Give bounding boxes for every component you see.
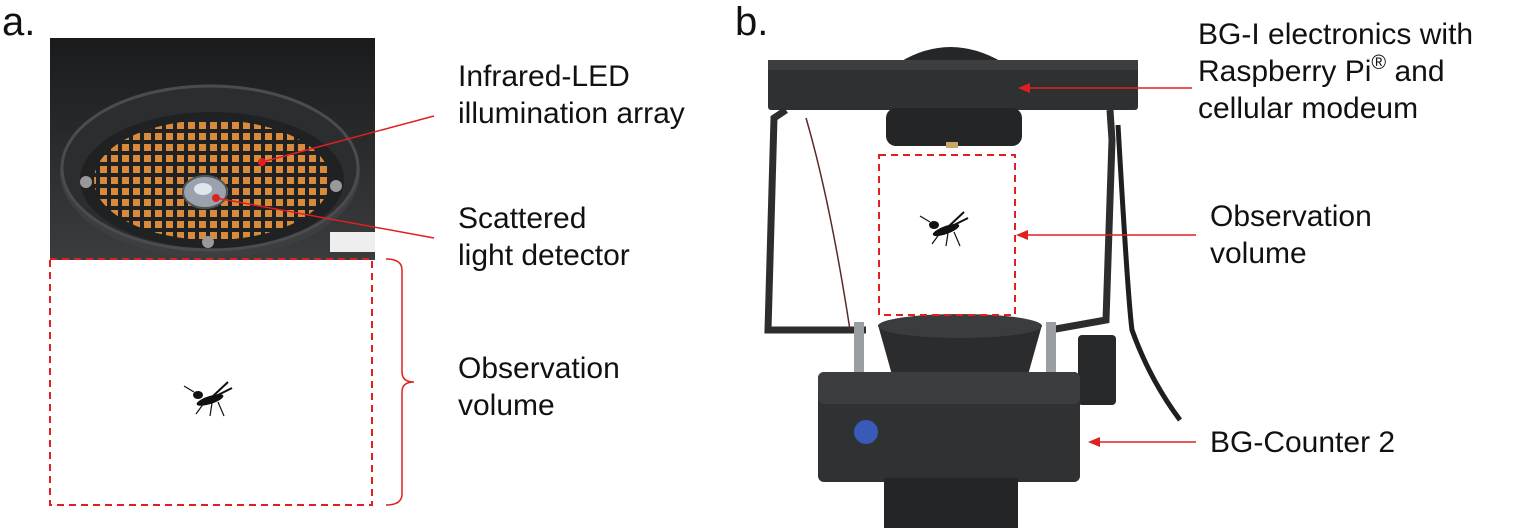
- bg-counter-device-photo: [764, 47, 1183, 528]
- label-line: light detector: [458, 239, 630, 272]
- mosquito-icon: [919, 211, 969, 247]
- label-line: Infrared-LED: [458, 60, 630, 93]
- observation-volume-box-a: [49, 258, 373, 506]
- label-bg-counter: BG-Counter 2: [1210, 426, 1396, 459]
- label-line: volume: [458, 389, 555, 422]
- label-line: BG-I electronics with: [1198, 18, 1474, 51]
- label-line: Raspberry Pi® and: [1198, 53, 1473, 90]
- detector-pointer: [215, 197, 435, 239]
- label-line: volume: [1210, 237, 1307, 270]
- label-text: and: [1386, 55, 1445, 88]
- observation-volume-box-b: [878, 154, 1016, 316]
- label-electronics: BG-I electronics with Raspberry Pi® and …: [1198, 16, 1473, 127]
- panel-b-letter: b.: [735, 0, 769, 44]
- label-line: Scattered: [458, 202, 587, 235]
- label-line: illumination array: [458, 97, 685, 130]
- label-observation-a: Observation volume: [458, 350, 620, 424]
- label-led-array: Infrared-LED illumination array: [458, 58, 685, 132]
- led-array-photo: [50, 38, 375, 260]
- label-line: Observation: [1210, 200, 1372, 233]
- label-observation-b: Observation volume: [1210, 198, 1372, 272]
- led-pointer: [261, 115, 435, 163]
- label-line: Observation: [458, 352, 620, 385]
- mosquito-icon: [183, 381, 233, 417]
- label-text: Raspberry Pi: [1198, 55, 1372, 88]
- observation-bracket: [385, 258, 415, 506]
- label-line: cellular modeum: [1198, 92, 1419, 125]
- registered-mark: ®: [1371, 52, 1387, 74]
- label-detector: Scattered light detector: [458, 200, 630, 274]
- panel-a-letter: a.: [2, 0, 36, 44]
